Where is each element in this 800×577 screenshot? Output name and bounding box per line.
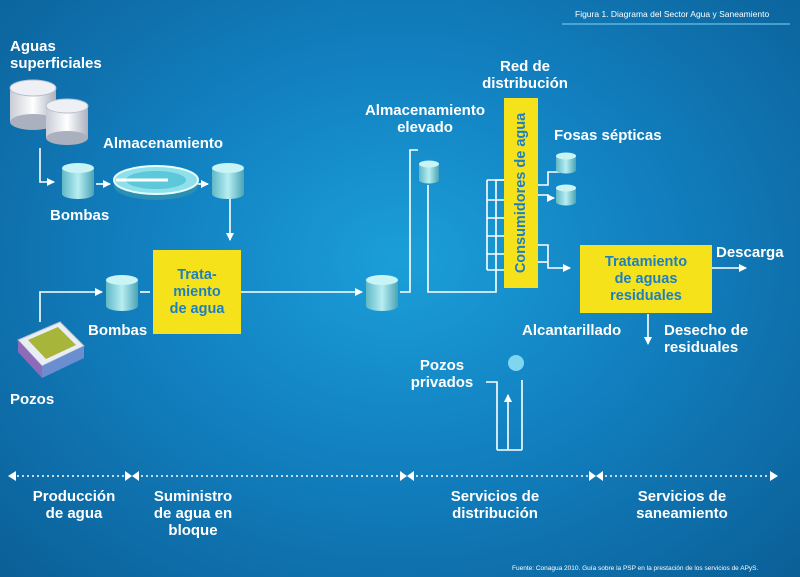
tank-icon (212, 163, 244, 199)
label-pozos-privados: Pozos privados (410, 357, 474, 391)
private-well-icon (508, 355, 524, 371)
surface-water-icon (9, 79, 89, 145)
tank-icon (556, 152, 576, 174)
stage-saneamiento: Servicios de saneamiento (636, 488, 728, 522)
figure-caption: Figura 1. Diagrama del Sector Agua y San… (575, 9, 770, 19)
tank-icon (366, 275, 398, 311)
label-almacenamiento: Almacenamiento (103, 135, 224, 152)
tank-icon (62, 163, 94, 199)
label-alcantarillado: Alcantarillado (522, 322, 622, 339)
label-almacenamiento-elevado: Almacenamiento elevado (364, 102, 486, 136)
box-tratamiento-residuales: Tratamiento de aguas residuales (580, 245, 712, 313)
tank-icon (106, 275, 138, 311)
basin-icon (113, 165, 199, 200)
label-desecho-residuales: Desecho de residuales (664, 322, 749, 356)
stage-suministro: Suministro de agua en bloque (153, 488, 233, 539)
label-fosas-septicas: Fosas sépticas (554, 127, 662, 144)
stage-produccion: Producción de agua (32, 488, 116, 522)
label-bombas-bottom: Bombas (88, 322, 148, 339)
well-icon (17, 321, 85, 378)
stage-distribucion: Servicios de distribución (450, 488, 540, 522)
source-note: Fuente: Conagua 2010. Guía sobre la PSP … (512, 565, 759, 572)
label-aguas-superficiales: Aguas superficiales (10, 38, 102, 72)
tank-icon (556, 184, 576, 206)
box-consumidores-label: Consumidores de agua (513, 112, 529, 274)
tank-icon (419, 160, 439, 184)
label-descarga: Descarga (716, 244, 784, 261)
box-consumidores: Consumidores de agua (504, 98, 538, 288)
label-bombas-top: Bombas (50, 207, 110, 224)
box-tratamiento-agua: Trata- miento de agua (153, 250, 241, 334)
label-red-distribucion: Red de distribución (482, 58, 568, 92)
label-pozos: Pozos (10, 391, 55, 408)
